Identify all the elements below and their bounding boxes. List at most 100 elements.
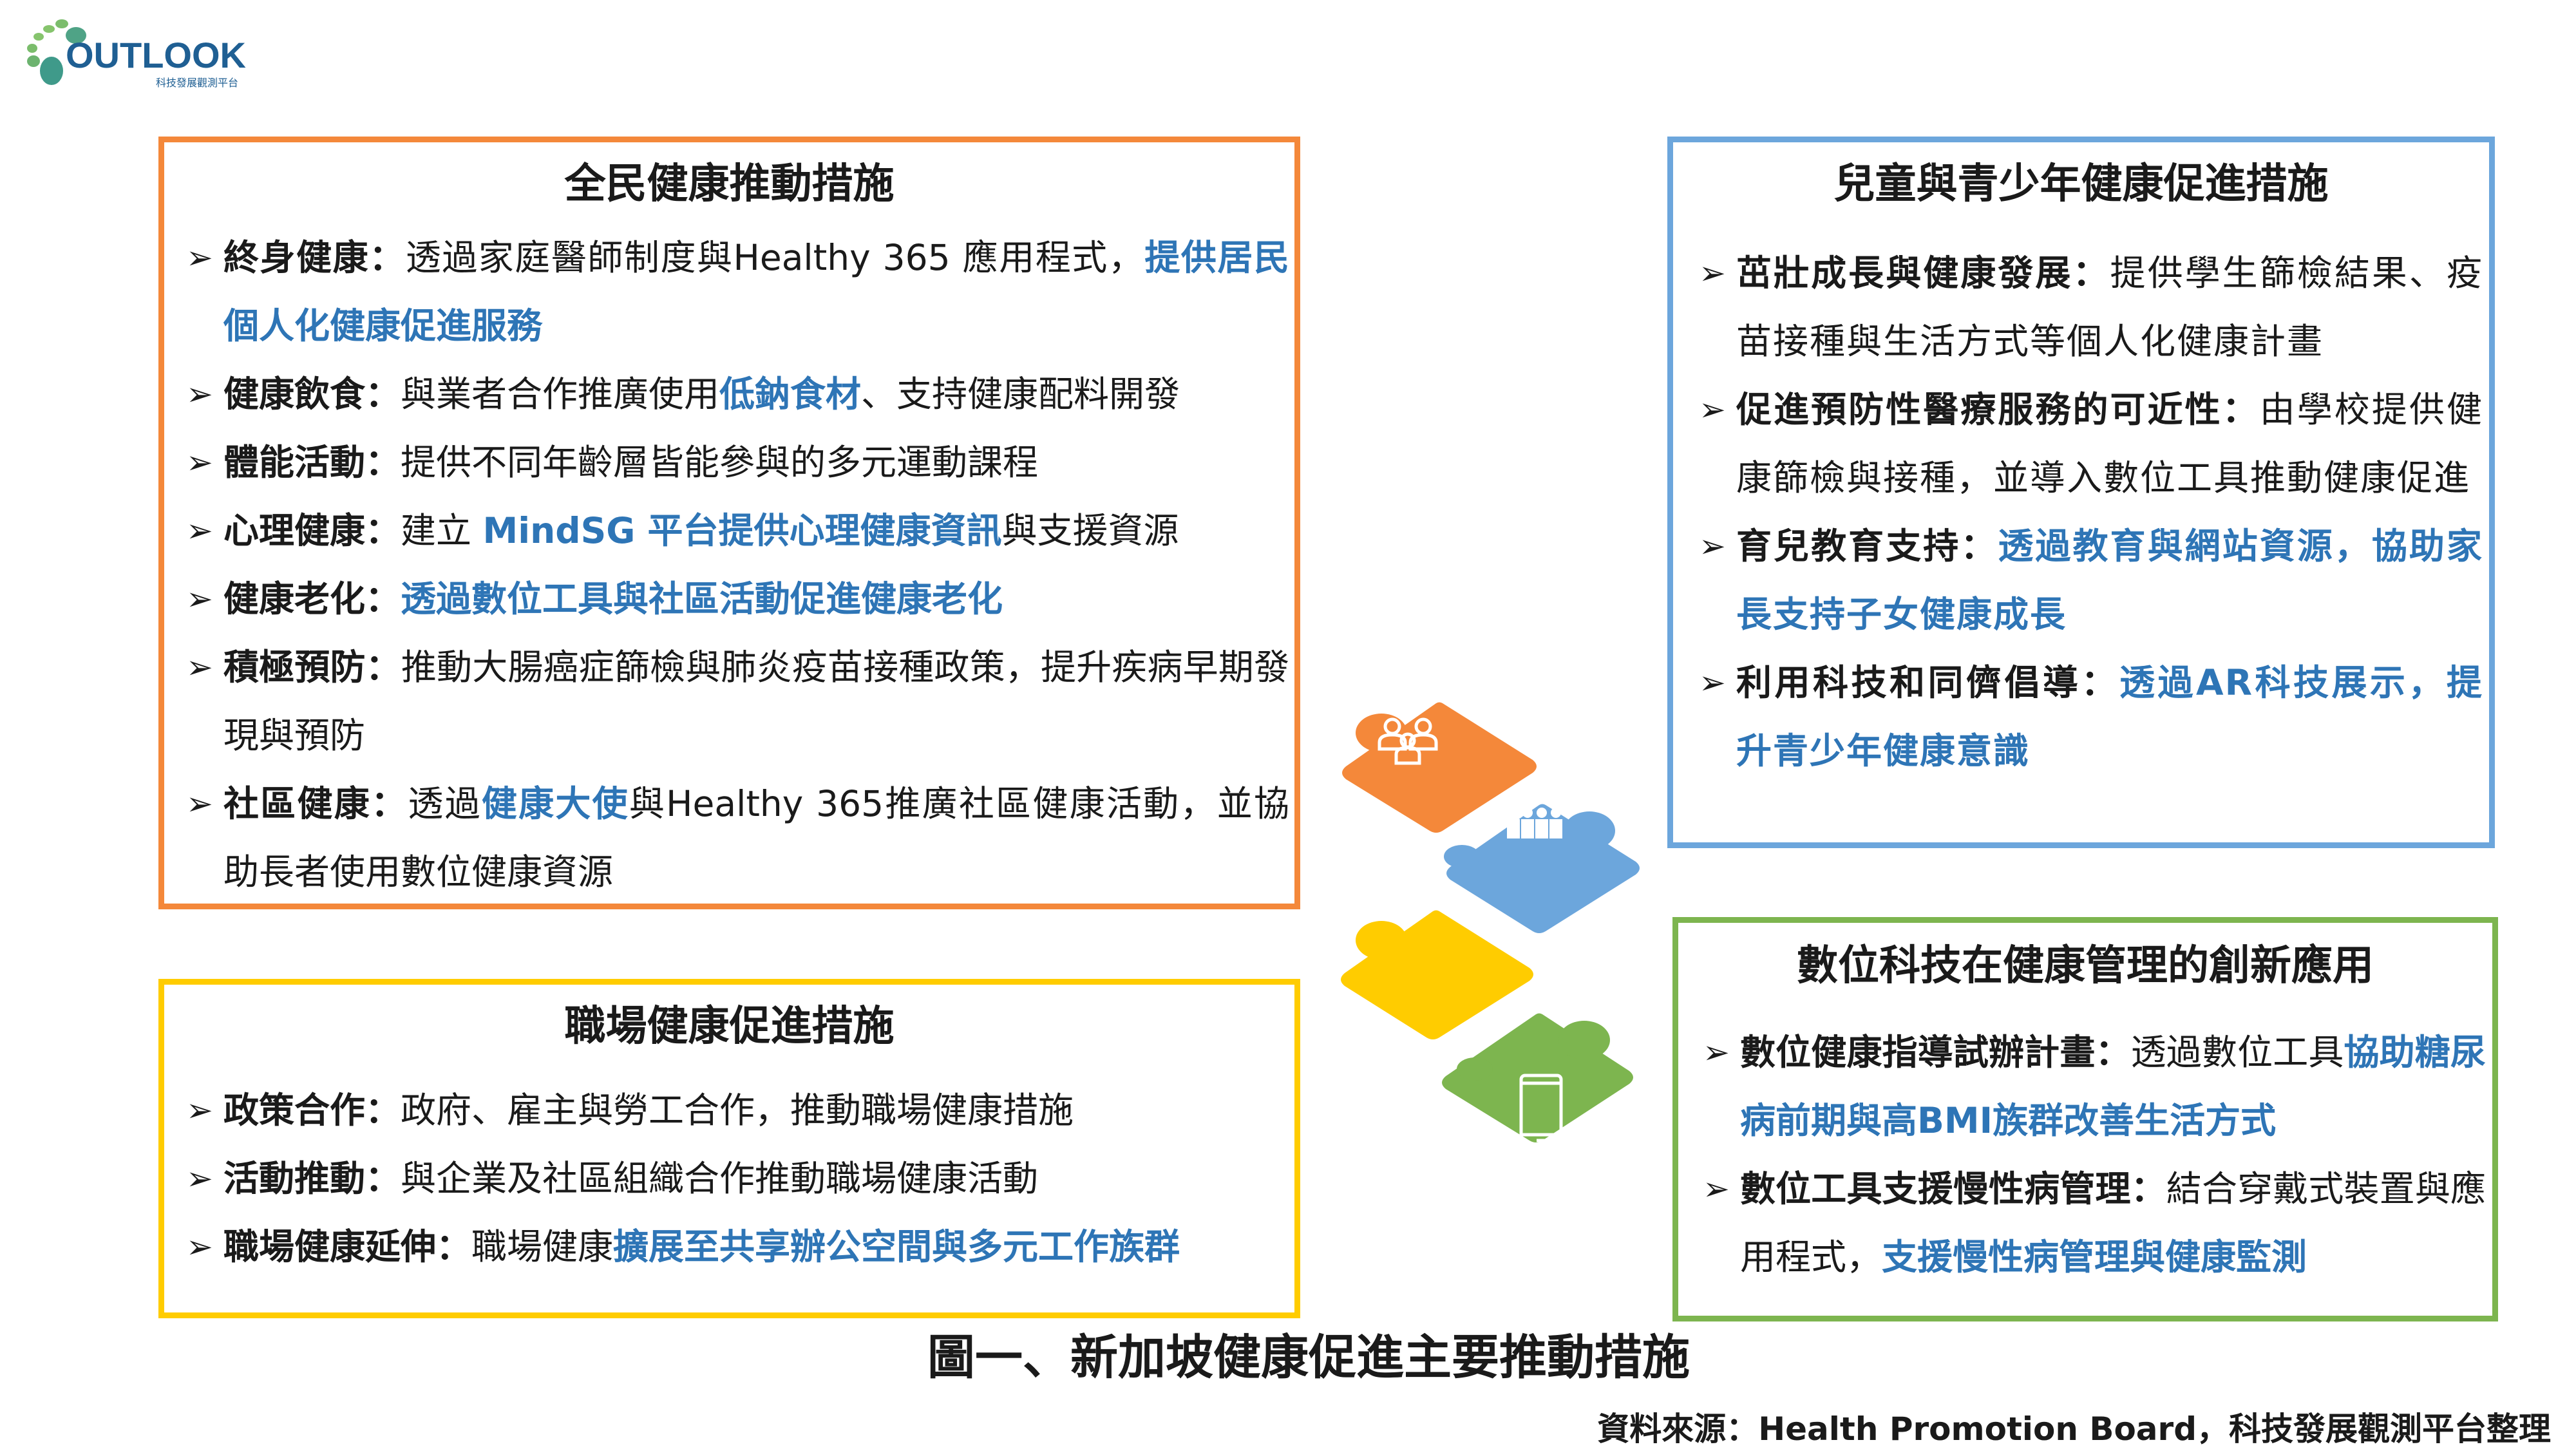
arrow-bullet-icon: ➢ [1699, 664, 1727, 701]
arrow-bullet-icon: ➢ [186, 239, 213, 276]
national-health-box: 全民健康推動措施 ➢ 終身健康：透過家庭醫師制度與Healthy 365 應用程式… [158, 137, 1300, 909]
item-label: 數位健康指導試辦計畫： [1740, 1032, 2131, 1073]
arrow-bullet-icon: ➢ [186, 444, 213, 481]
item-text: 推動大腸癌症篩檢與肺炎疫苗接種政策，提升疾病早期發現與預防 [223, 647, 1289, 756]
item-text: 透過 [408, 783, 482, 824]
item-highlight: 健康大使 [481, 783, 629, 824]
list-item: ➢ 職場健康延伸：職場健康擴展至共享辦公空間與多元工作族群 [186, 1213, 1289, 1281]
list-item: ➢ 終身健康：透過家庭醫師制度與Healthy 365 應用程式，提供居民個人化健… [186, 223, 1289, 360]
tablet-icon [1519, 1074, 1563, 1148]
digital-health-box: 數位科技在健康管理的創新應用 ➢ 數位健康指導試辦計畫：透過數位工具協助糖尿病前期… [1672, 917, 2498, 1321]
item-text: 與Healthy 365推廣社區健康活動，並協助長者使用數位健康資源 [223, 783, 1289, 893]
outlook-logo-icon [27, 19, 86, 85]
item-label: 活動推動： [223, 1158, 401, 1199]
source-note: 資料來源：Health Promotion Board，科技發展觀測平台整理 [1597, 1410, 2551, 1448]
list-item: ➢ 積極預防：推動大腸癌症篩檢與肺炎疫苗接種政策，提升疾病早期發現與預防 [186, 633, 1289, 770]
item-label: 促進預防性醫療服務的可近性： [1736, 389, 2260, 430]
list-item: ➢ 活動推動：與企業及社區組織合作推動職場健康活動 [186, 1144, 1289, 1213]
item-label: 社區健康： [223, 783, 408, 824]
list-item: ➢利用科技和同儕倡導：透過AR科技展示，提升青少年健康意識 [1699, 649, 2483, 785]
item-text: 建立 [401, 510, 483, 551]
item-text: 與支援資源 [1001, 510, 1179, 551]
list-item: ➢數位工具支援慢性病管理：結合穿戴式裝置與應用程式，支援慢性病管理與健康監測 [1703, 1155, 2486, 1291]
arrow-bullet-icon: ➢ [186, 1160, 213, 1197]
puzzle-piece-orange [1342, 702, 1537, 833]
item-text: 透過數位工具 [2130, 1032, 2344, 1073]
item-label: 數位工具支援慢性病管理： [1740, 1168, 2166, 1209]
workplace-health-title: 職場健康促進措施 [564, 1003, 895, 1050]
arrow-bullet-icon: ➢ [186, 785, 213, 822]
item-label: 健康老化： [223, 578, 401, 620]
outlook-logo: OUTLOOK 科技發展觀測平台 [19, 10, 251, 93]
workplace-health-box: 職場健康促進措施 ➢ 政策合作：政府、雇主與勞工合作，推動職場健康措施 ➢ 活動推動：… [158, 979, 1300, 1318]
digital-health-title: 數位科技在健康管理的創新應用 [1797, 942, 2374, 990]
item-label: 職場健康延伸： [223, 1226, 472, 1267]
youth-health-box: 兒童與青少年健康促進措施 ➢茁壯成長與健康發展：提供學生篩檢結果、疫苗接種與生活… [1667, 137, 2495, 848]
item-label: 健康飲食： [223, 374, 401, 415]
item-label: 政策合作： [223, 1090, 401, 1131]
list-item: ➢ 社區健康：透過健康大使與Healthy 365推廣社區健康活動，並協助長者使用… [186, 770, 1289, 906]
logo-text: OUTLOOK [66, 35, 246, 75]
group-people-icon [1378, 717, 1438, 765]
item-text: 與企業及社區組織合作推動職場健康活動 [401, 1158, 1039, 1199]
list-item: ➢ 數位健康指導試辦計畫：透過數位工具協助糖尿病前期與高BMI族群改善生活方式 [1703, 1018, 2486, 1155]
item-label: 利用科技和同儕倡導： [1736, 662, 2120, 703]
arrow-bullet-icon: ➢ [186, 649, 213, 686]
list-item: ➢茁壯成長與健康發展：提供學生篩檢結果、疫苗接種與生活方式等個人化健康計畫 [1699, 239, 2483, 375]
item-text: 提供學生篩檢結果、疫苗接種與生活方式等個人化健康計畫 [1736, 252, 2483, 362]
arrow-bullet-icon: ➢ [1699, 391, 1727, 428]
item-label: 茁壯成長與健康發展： [1736, 252, 2110, 294]
list-item: ➢促進預防性醫療服務的可近性：由學校提供健康篩檢與接種，並導入數位工具推動健康促… [1699, 375, 2483, 512]
item-highlight: 協助糖尿病前期與高BMI族群改善生活方式 [1740, 1032, 2486, 1141]
youth-health-title: 兒童與青少年健康促進措施 [1833, 160, 2329, 208]
arrow-bullet-icon: ➢ [186, 375, 213, 413]
list-item: ➢ 健康老化：透過數位工具與社區活動促進健康老化 [186, 565, 1289, 633]
arrow-bullet-icon: ➢ [1699, 527, 1727, 565]
children-icon [1507, 808, 1562, 838]
digital-health-list: ➢ 數位健康指導試辦計畫：透過數位工具協助糖尿病前期與高BMI族群改善生活方式 ➢ 數… [1703, 1018, 2486, 1291]
meeting-icon [1373, 835, 1439, 884]
item-text: 、支持健康配料開發 [861, 374, 1180, 415]
list-item: ➢ 體能活動：提供不同年齡層皆能參與的多元運動課程 [186, 428, 1289, 497]
national-health-list: ➢ 終身健康：透過家庭醫師制度與Healthy 365 應用程式，提供居民個人化健… [186, 223, 1289, 906]
item-text: 與業者合作推廣使用 [401, 374, 720, 415]
item-text: 提供不同年齡層皆能參與的多元運動課程 [401, 442, 1039, 483]
item-text: 結合穿戴式裝置與應用程式， [1740, 1168, 2486, 1278]
item-highlight: 透過數位工具與社區活動促進健康老化 [401, 578, 1003, 620]
arrow-bullet-icon: ➢ [1703, 1034, 1730, 1071]
national-health-title: 全民健康推動措施 [564, 160, 895, 208]
item-label: 積極預防： [223, 647, 401, 688]
arrow-bullet-icon: ➢ [186, 1092, 213, 1129]
list-item: ➢育兒教育支持：透過教育與網站資源，協助家長支持子女健康成長 [1699, 512, 2483, 649]
item-text: 職場健康 [471, 1226, 614, 1267]
puzzle-piece-blue [1444, 804, 1640, 933]
item-label: 體能活動： [223, 442, 401, 483]
arrow-bullet-icon: ➢ [1699, 254, 1727, 292]
youth-health-list: ➢茁壯成長與健康發展：提供學生篩檢結果、疫苗接種與生活方式等個人化健康計畫➢促進… [1699, 239, 2483, 785]
item-label: 心理健康： [223, 510, 401, 551]
arrow-bullet-icon: ➢ [1703, 1170, 1730, 1208]
item-highlight: MindSG 平台提供心理健康資訊 [482, 510, 1002, 551]
item-highlight: 透過AR科技展示，提升青少年健康意識 [1736, 662, 2483, 772]
arrow-bullet-icon: ➢ [186, 580, 213, 618]
puzzle-piece-green [1442, 1013, 1633, 1142]
puzzle-piece-yellow [1341, 910, 1533, 1039]
item-text: 由學校提供健康篩檢與接種，並導入數位工具推動健康促進 [1736, 389, 2483, 498]
item-highlight: 低鈉食材 [719, 374, 862, 415]
list-item: ➢ 政策合作：政府、雇主與勞工合作，推動職場健康措施 [186, 1076, 1289, 1144]
arrow-bullet-icon: ➢ [186, 1228, 213, 1265]
workplace-health-list: ➢ 政策合作：政府、雇主與勞工合作，推動職場健康措施 ➢ 活動推動：與企業及社區組織合… [186, 1076, 1289, 1281]
item-highlight: 透過教育與網站資源，協助家長支持子女健康成長 [1736, 526, 2483, 635]
item-label: 育兒教育支持： [1736, 526, 1998, 567]
item-text: 透過家庭醫師制度與Healthy 365 應用程式， [405, 237, 1145, 278]
logo-subtitle: 科技發展觀測平台 [156, 77, 239, 89]
item-highlight: 擴展至共享辦公空間與多元工作族群 [613, 1226, 1180, 1267]
item-label: 終身健康： [223, 237, 406, 278]
item-text: 政府、雇主與勞工合作，推動職場健康措施 [401, 1090, 1074, 1131]
list-item: ➢ 健康飲食：與業者合作推廣使用低鈉食材、支持健康配料開發 [186, 360, 1289, 428]
arrow-bullet-icon: ➢ [186, 512, 213, 549]
item-highlight: 提供居民個人化健康促進服務 [223, 237, 1289, 346]
figure-caption: 圖一、新加坡健康促進主要推動措施 [927, 1330, 1690, 1385]
list-item: ➢ 心理健康：建立 MindSG 平台提供心理健康資訊與支援資源 [186, 497, 1289, 565]
